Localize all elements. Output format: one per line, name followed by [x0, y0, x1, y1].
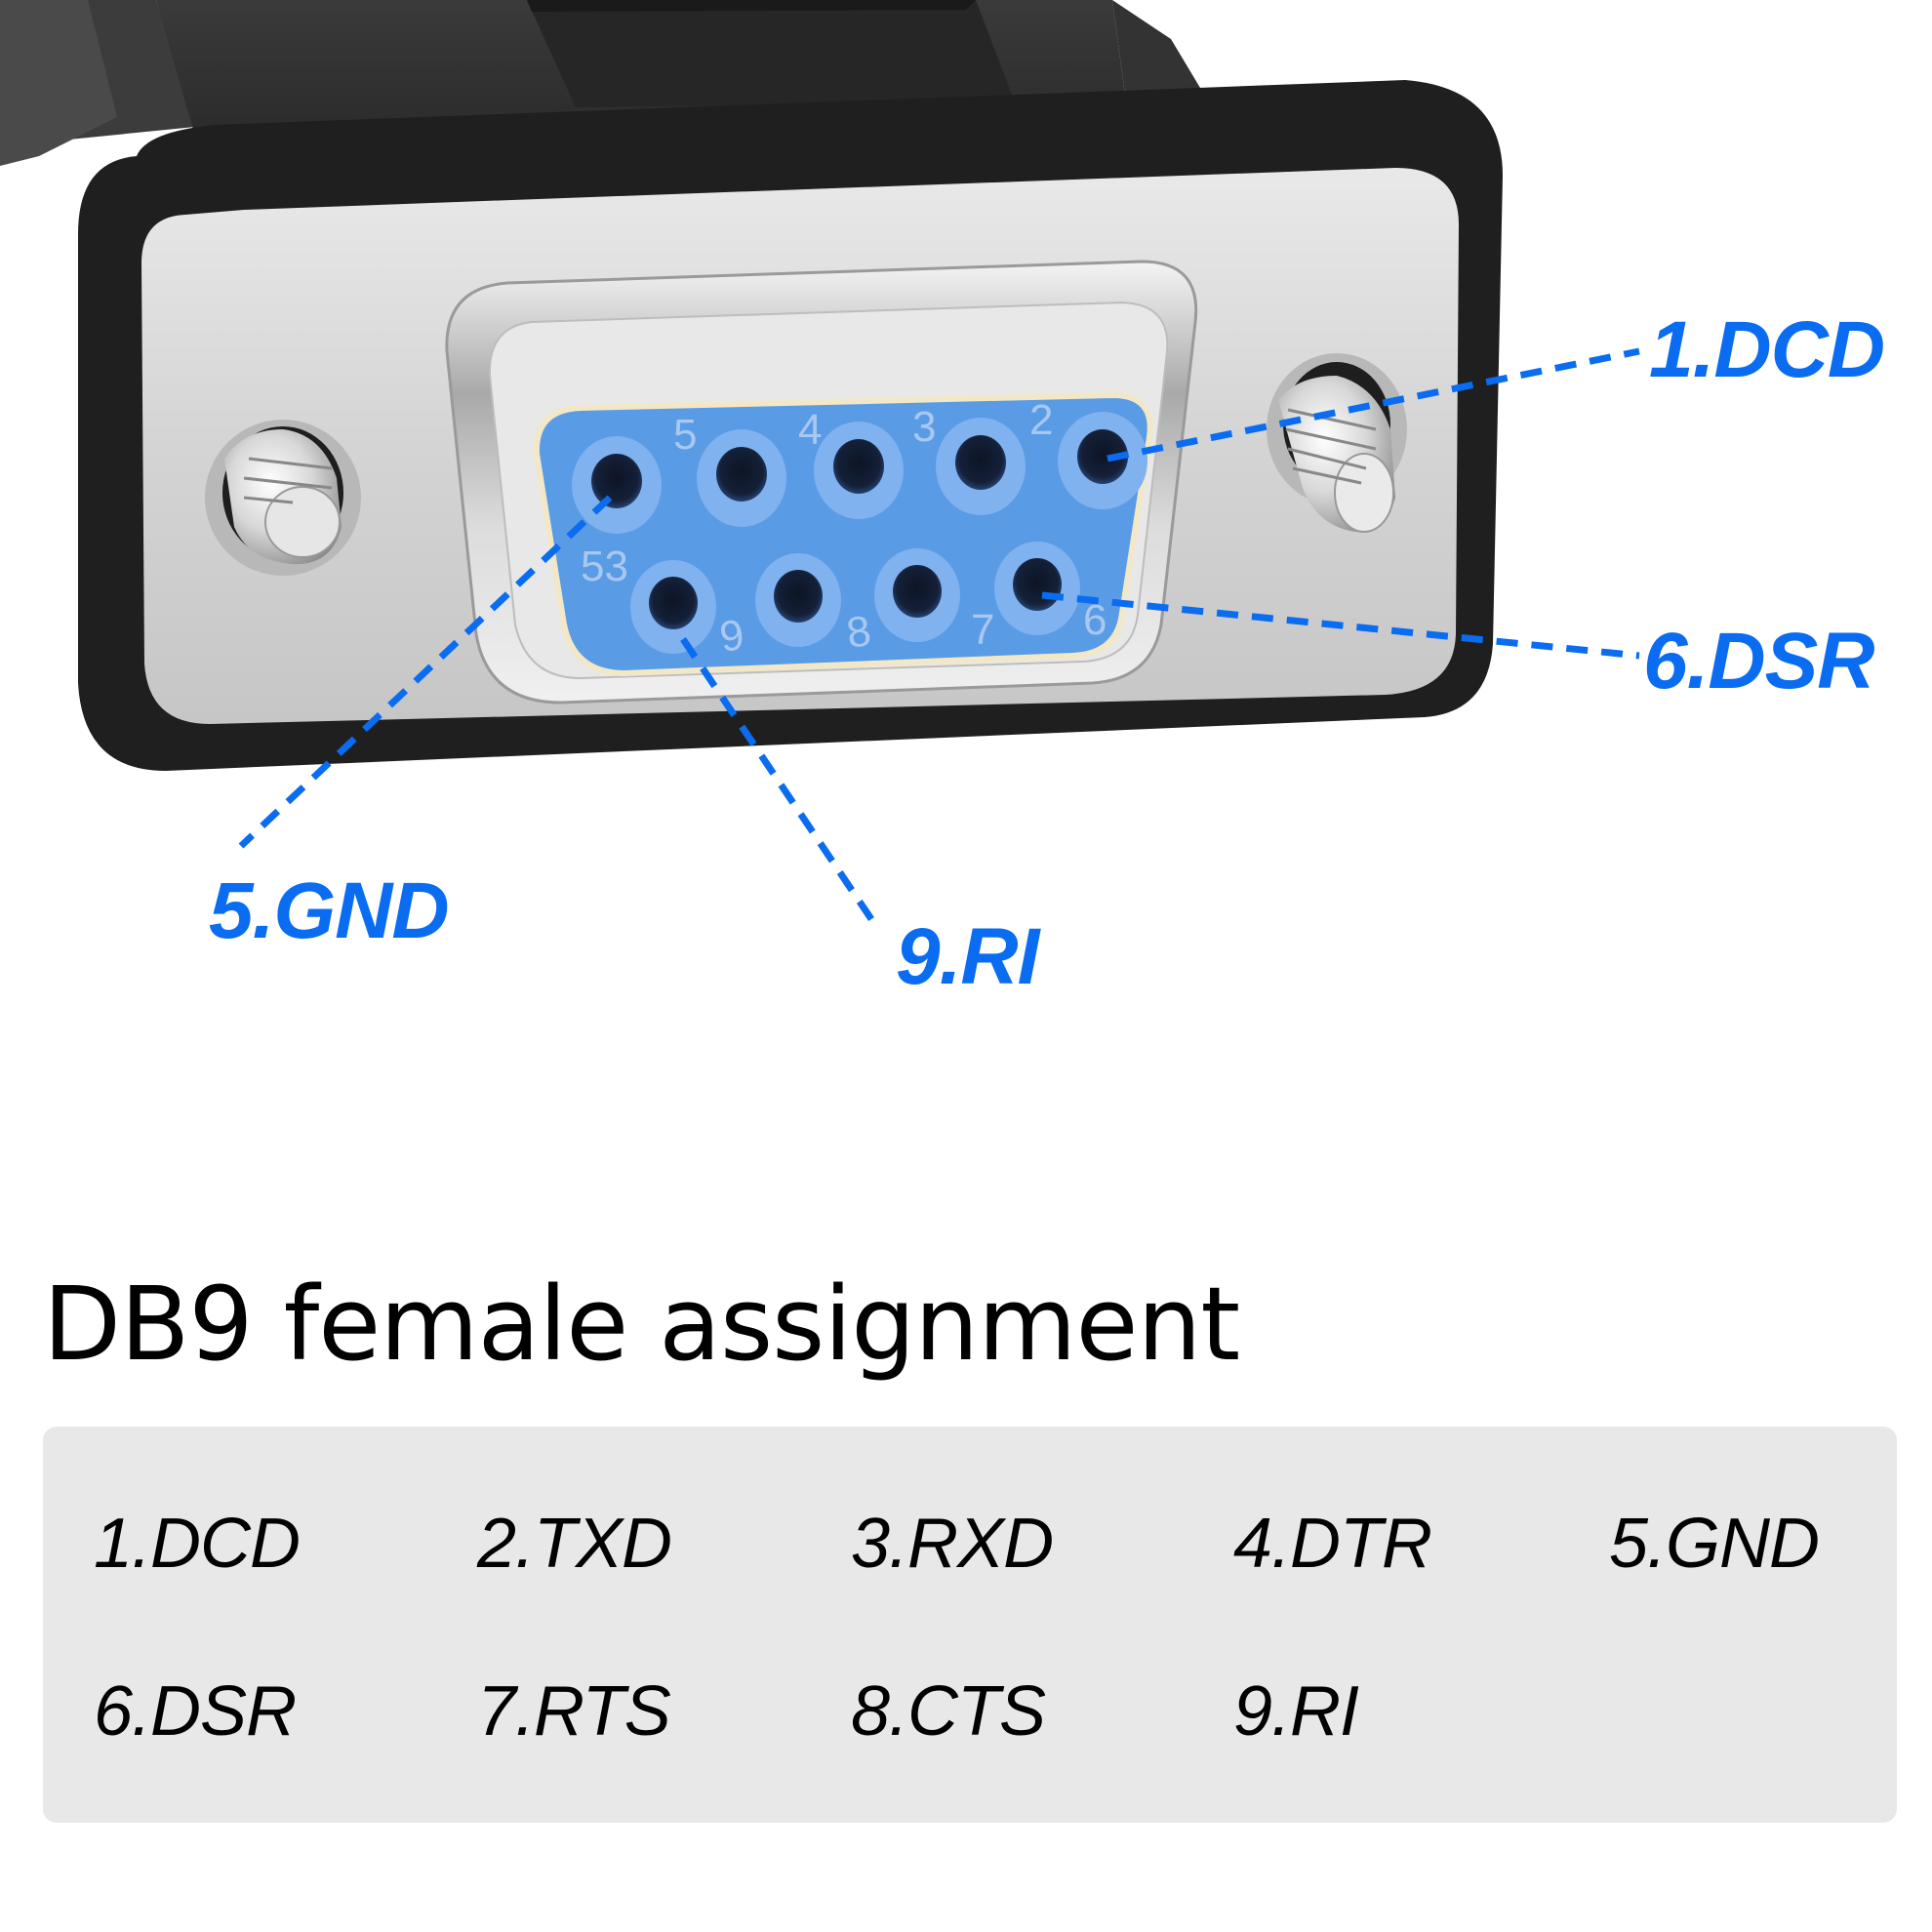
pin-cell: 9.RI: [1233, 1672, 1359, 1751]
callout-label-pin1: 1.DCD: [1649, 305, 1885, 394]
page-title: DB9 female assignment: [43, 1265, 1240, 1384]
pin-cell: 5.GND: [1609, 1505, 1820, 1583]
callout-label-pin6: 6.DSR: [1643, 617, 1875, 705]
pin-cell: 4.DTR: [1233, 1505, 1432, 1583]
pin-cell: 6.DSR: [94, 1672, 297, 1751]
pin-hole-1: [1058, 412, 1147, 509]
pin-hole-4: [697, 429, 786, 527]
pin-hole-9: [630, 560, 716, 654]
svg-text:2: 2: [1029, 396, 1053, 444]
pin-hole-2: [936, 418, 1026, 515]
svg-text:53: 53: [581, 543, 628, 590]
svg-text:5: 5: [673, 411, 697, 459]
callout-label-pin9: 9.RI: [896, 912, 1039, 1001]
pin-cell: 7.RTS: [477, 1672, 671, 1751]
pin-hole-8: [755, 553, 841, 647]
callout-line-pin9: [680, 637, 874, 921]
left-screw-icon: [205, 420, 361, 576]
callout-label-pin5: 5.GND: [209, 866, 450, 955]
pin-cell: 8.CTS: [851, 1672, 1046, 1751]
pin-cell: 3.RXD: [851, 1505, 1054, 1583]
svg-text:4: 4: [798, 406, 822, 454]
db9-connector-illustration: 5 4 3 2 53 9 8 7 6: [0, 0, 1640, 921]
svg-text:7: 7: [971, 606, 994, 654]
callout-line-pin1: [1107, 347, 1640, 463]
pin-holes-top-row: [572, 412, 1147, 534]
pin-hole-6: [994, 542, 1080, 635]
pin-assignment-table: 1.DCD 2.TXD 3.RXD 4.DTR 5.GND 6.DSR 7.RT…: [43, 1427, 1897, 1823]
pin-holes-bottom-row: [630, 542, 1080, 654]
callout-line-pin5: [238, 495, 613, 849]
callout-lines: [238, 347, 1640, 921]
pin-hole-3: [814, 422, 904, 519]
pin-hole-5: [572, 436, 662, 534]
svg-text:3: 3: [912, 403, 936, 451]
pin-hole-7: [874, 548, 960, 642]
svg-text:6: 6: [1083, 596, 1107, 644]
right-screw-icon: [1267, 353, 1407, 533]
pin-cell: 1.DCD: [94, 1505, 301, 1583]
pin-cell: 2.TXD: [477, 1505, 672, 1583]
callout-line-pin6: [1041, 591, 1640, 660]
